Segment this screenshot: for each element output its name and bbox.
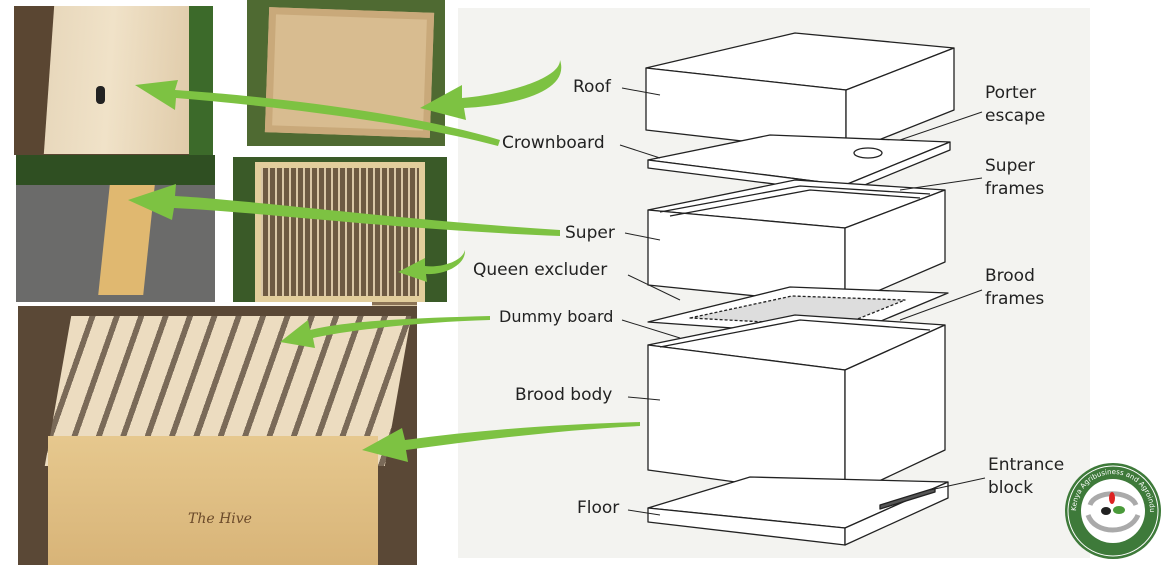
label-line: frames	[985, 289, 1045, 309]
pointer-arrows	[128, 60, 640, 462]
label-dummy-board: Dummy board	[499, 307, 614, 326]
super-drawing	[647, 179, 946, 306]
label-line: Porter	[985, 83, 1037, 103]
label-porter-escape: Porter escape	[985, 82, 1045, 128]
label-queen-excluder: Queen excluder	[473, 260, 608, 280]
photo-crownboard	[14, 6, 213, 155]
arrow-queen-excluder	[398, 250, 466, 282]
photo-brood-body: The Hive	[18, 306, 417, 565]
label-floor: Floor	[577, 498, 620, 518]
label-line: Brood	[985, 266, 1035, 286]
label-line: frames	[985, 179, 1045, 199]
arrow-super	[128, 184, 560, 236]
label-brood-frames: Brood frames	[985, 265, 1044, 311]
label-brood-body: Brood body	[515, 385, 613, 405]
arrow-crownboard-photo	[420, 60, 562, 120]
photo-queen-excluder	[233, 157, 447, 302]
label-roof: Roof	[573, 77, 611, 97]
roof-drawing	[645, 32, 955, 154]
floor-drawing	[647, 476, 949, 546]
arrow-brood-body	[362, 422, 640, 462]
photo-super	[16, 155, 215, 302]
arrow-crownboard	[135, 80, 500, 146]
label-crownboard: Crownboard	[502, 133, 605, 153]
label-super: Super	[565, 223, 615, 243]
arrow-dummy-board	[280, 316, 490, 348]
label-line: Super	[985, 156, 1035, 176]
label-super-frames: Super frames	[985, 155, 1044, 201]
label-line: Entrance	[988, 455, 1065, 475]
label-line: escape	[985, 106, 1046, 126]
brood-body-drawing	[647, 314, 946, 498]
label-line: block	[988, 478, 1034, 498]
the-hive-brand: The Hive	[188, 511, 252, 527]
label-entrance-block: Entrance block	[988, 454, 1064, 500]
